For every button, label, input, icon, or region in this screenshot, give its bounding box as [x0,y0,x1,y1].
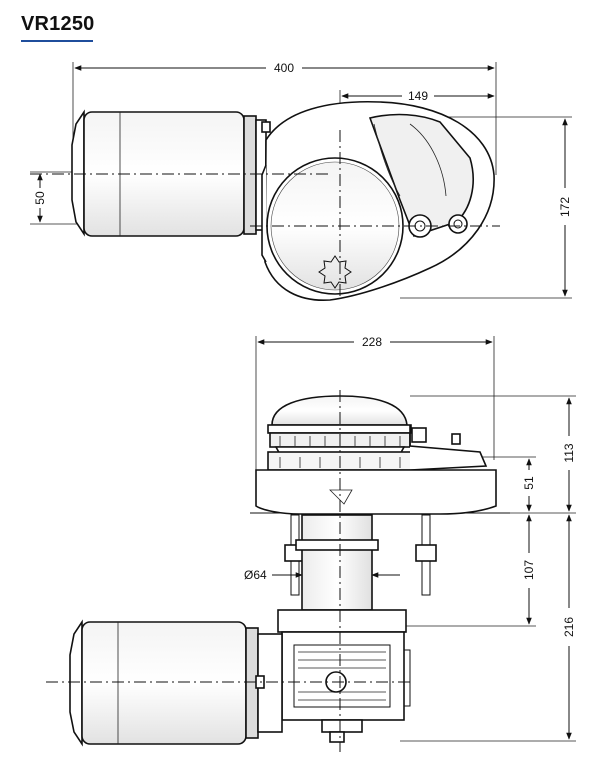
dim-diameter-label: Ø64 [244,568,267,582]
dimension-shaft-length: 107 [400,514,536,627]
spline-icon [318,255,352,289]
motor-side [69,619,283,747]
dim-172-label: 172 [558,197,572,217]
gearbox-side [277,609,411,743]
gypsy-top [266,157,404,295]
side-view: 228 113 51 107 216 [46,335,576,752]
dim-149-label: 149 [408,89,428,103]
dimension-total-below: 216 [400,514,576,742]
dim-216-label: 216 [562,617,576,637]
dim-113-label: 113 [562,443,576,462]
title-underline [21,40,93,42]
shaft-tube [295,514,379,611]
dim-50-label: 50 [33,191,47,205]
dim-51-label: 51 [522,476,536,490]
dim-400-label: 400 [274,61,294,75]
dimension-overall-width: 400 [72,61,497,175]
top-view: 400 149 172 50 [30,61,572,301]
dim-107-label: 107 [522,560,536,580]
dimension-deck-width: 228 [255,335,495,470]
page-title: VR1250 [21,13,95,35]
dimension-above-deck: 113 [410,395,576,514]
dim-228-label: 228 [362,335,382,349]
windlass-top-assembly [255,395,497,515]
dimension-height: 172 [400,116,572,299]
